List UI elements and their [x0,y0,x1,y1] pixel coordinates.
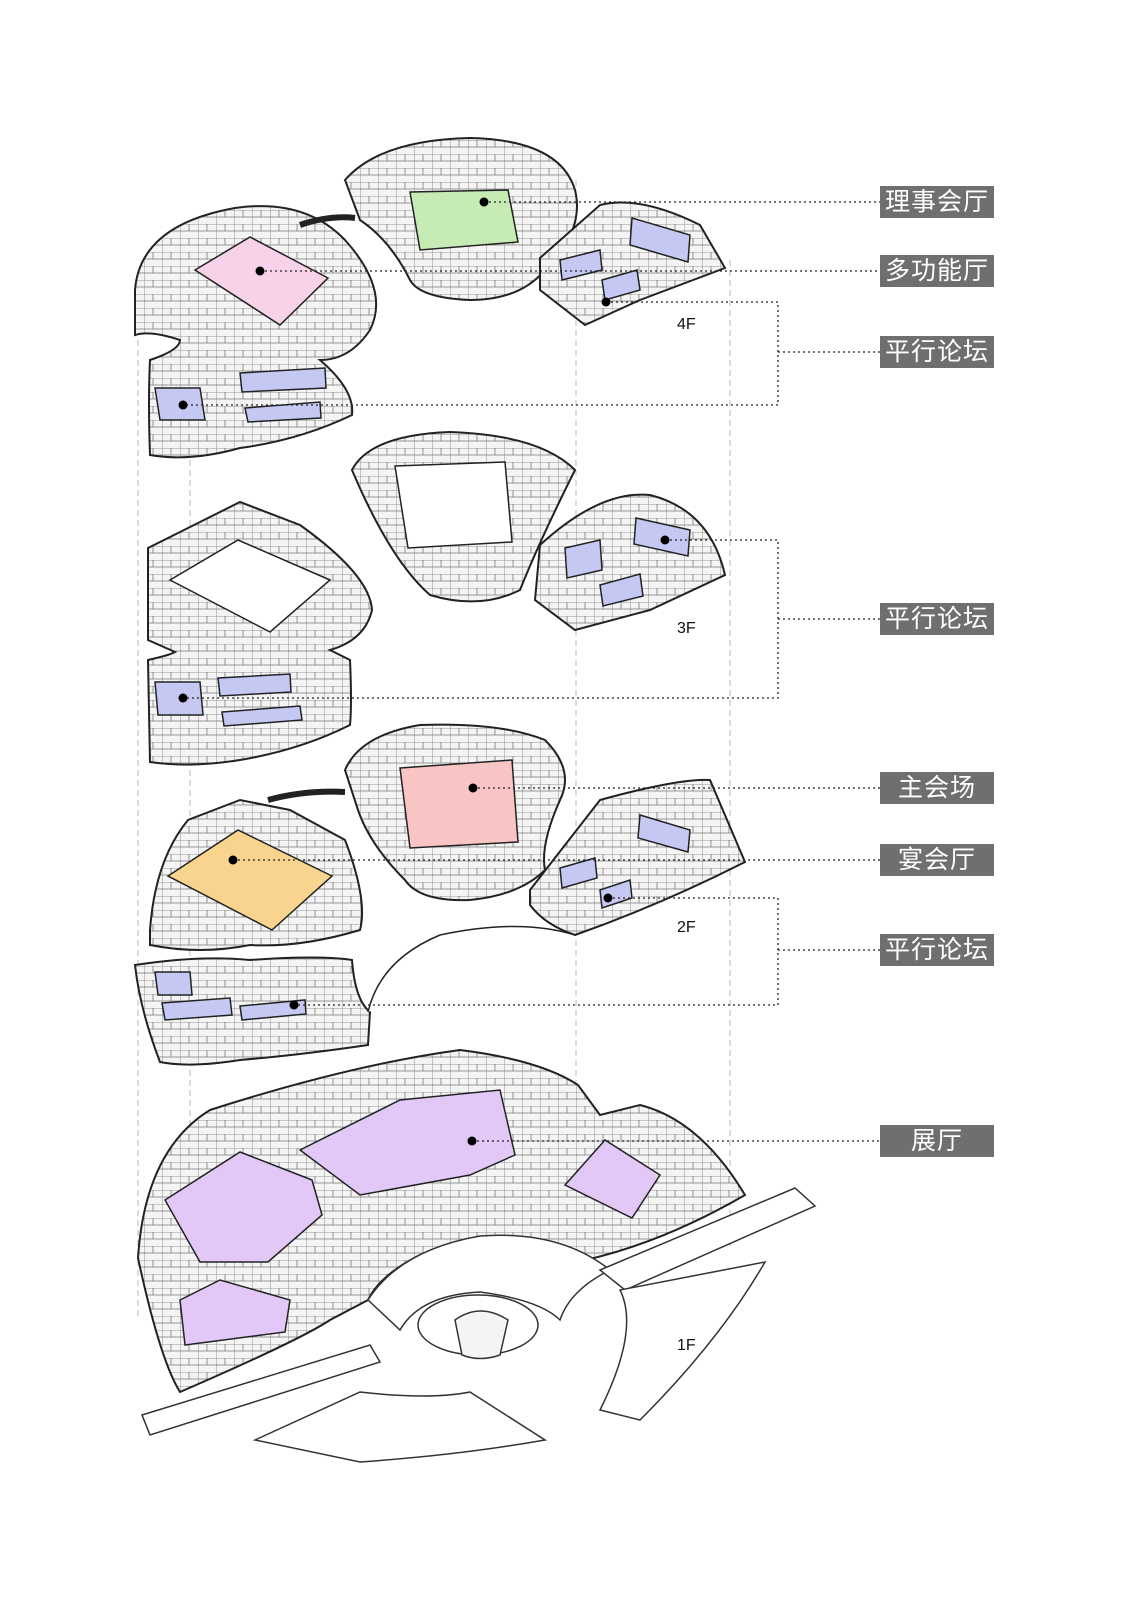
floor-3f-right-wing [533,493,727,632]
leader-dots [178,197,670,1146]
floor-2f-right-wing [529,778,747,937]
floor-label-3f: 3F [677,620,696,637]
forum-4f-room-b [239,367,327,393]
forum-2f-room-a [154,971,193,996]
ramp-bottom [252,1391,548,1463]
floor-4f-plan [134,136,727,459]
floor-2f-curved-void [367,925,576,1013]
dot-multi-function-hall [255,266,265,276]
label-parallel-forum-4f: 平行论坛 [880,336,994,368]
forum-2f-room-b [161,997,233,1021]
central-pavilion [454,1310,509,1360]
floor-1f-rooms [163,1089,662,1346]
floor-3f-left-wing [146,500,374,766]
floor-3f-voids [168,461,513,633]
dot-forum-3f-right [660,535,670,545]
dot-main-venue [468,783,478,793]
exhibition-hall-right [563,1139,662,1219]
ramp-right-lower [598,1260,767,1421]
forum-2f-room-d [637,814,691,853]
forum-4f-room-c [244,401,322,423]
multi-function-hall-area [193,236,330,326]
ramp-right [598,1187,817,1291]
label-parallel-forum-2f: 平行论坛 [880,934,994,966]
forum-3f-room-b [217,673,292,697]
exhibition-hall-lower [179,1279,291,1346]
dot-exhibition-hall [467,1136,477,1146]
atrium-void-3f-left [168,539,332,633]
exhibition-hall-center [298,1089,516,1196]
dot-council-hall [479,197,489,207]
plaza-curve [367,1234,612,1332]
banquet-hall-area [166,829,334,931]
floor-4f-bridge [299,214,356,228]
label-multi-function-hall: 多功能厅 [880,255,994,287]
dot-forum-4f-right [601,297,611,307]
label-exhibition-hall: 展厅 [880,1125,994,1157]
floor-2f-bridge [267,788,346,803]
dot-forum-2f-left [289,1000,299,1010]
label-council-hall: 理事会厅 [880,186,994,218]
label-banquet-hall: 宴会厅 [880,844,994,876]
label-main-venue: 主会场 [880,772,994,804]
floor-label-2f: 2F [677,919,696,936]
forum-4f-room-e [629,217,691,263]
leader-forum-4f [183,301,779,406]
forum-4f-room-d [601,269,641,301]
dot-forum-3f-left [178,693,188,703]
floor-2f-rooms [154,759,691,1021]
forum-3f-room-c [221,705,303,727]
dot-forum-4f-left [178,400,188,410]
ground-plaza [141,1187,817,1463]
forum-3f-room-f [599,573,644,607]
floor-1f-plan [136,1048,747,1394]
exhibition-hall-left [163,1151,323,1263]
dot-forum-2f-right [603,893,613,903]
council-hall-area [409,189,519,251]
forum-2f-room-e [559,857,598,889]
forum-4f-room-f [559,249,603,281]
atrium-void-3f-center [394,461,513,549]
floor-label-4f: 4F [677,316,696,333]
leader-forum-2f [294,897,779,1006]
floor-1f-main [136,1048,747,1394]
leader-lines [183,201,880,1142]
dot-banquet-hall [228,855,238,865]
floor-label-1f: 1F [677,1337,696,1354]
forum-3f-room-e [564,539,603,579]
road-left [141,1344,382,1436]
label-parallel-forum-3f: 平行论坛 [880,603,994,635]
main-venue-area [399,759,519,849]
floor-4f-rooms [154,189,691,423]
